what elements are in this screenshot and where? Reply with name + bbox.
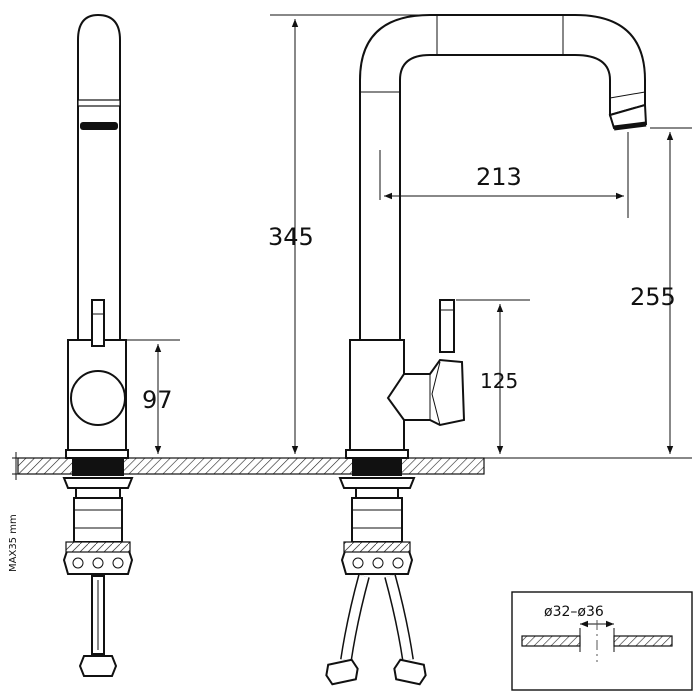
max-thickness-label: MAX35 mm bbox=[8, 514, 19, 572]
dim-97-label: 97 bbox=[142, 386, 173, 414]
dimension-spout-height: 255 bbox=[484, 127, 692, 459]
dimension-total-height: 345 bbox=[268, 14, 430, 454]
dim-255-label: 255 bbox=[630, 283, 676, 311]
dim-213-label: 213 bbox=[476, 163, 522, 191]
faucet-side-view bbox=[62, 13, 134, 677]
faucet-front-view bbox=[325, 14, 648, 686]
dimension-max-thickness: MAX35 mm bbox=[8, 452, 22, 572]
dimension-body-height: 97 bbox=[126, 339, 180, 454]
dim-345-label: 345 bbox=[268, 223, 314, 251]
hole-diameter-label: ø32–ø36 bbox=[544, 604, 604, 620]
dimension-reach: 213 bbox=[379, 132, 629, 218]
dim-125-label: 125 bbox=[480, 369, 518, 393]
dimension-lever-height: 125 bbox=[456, 299, 530, 454]
hole-diameter-inset: ø32–ø36 bbox=[511, 591, 693, 691]
